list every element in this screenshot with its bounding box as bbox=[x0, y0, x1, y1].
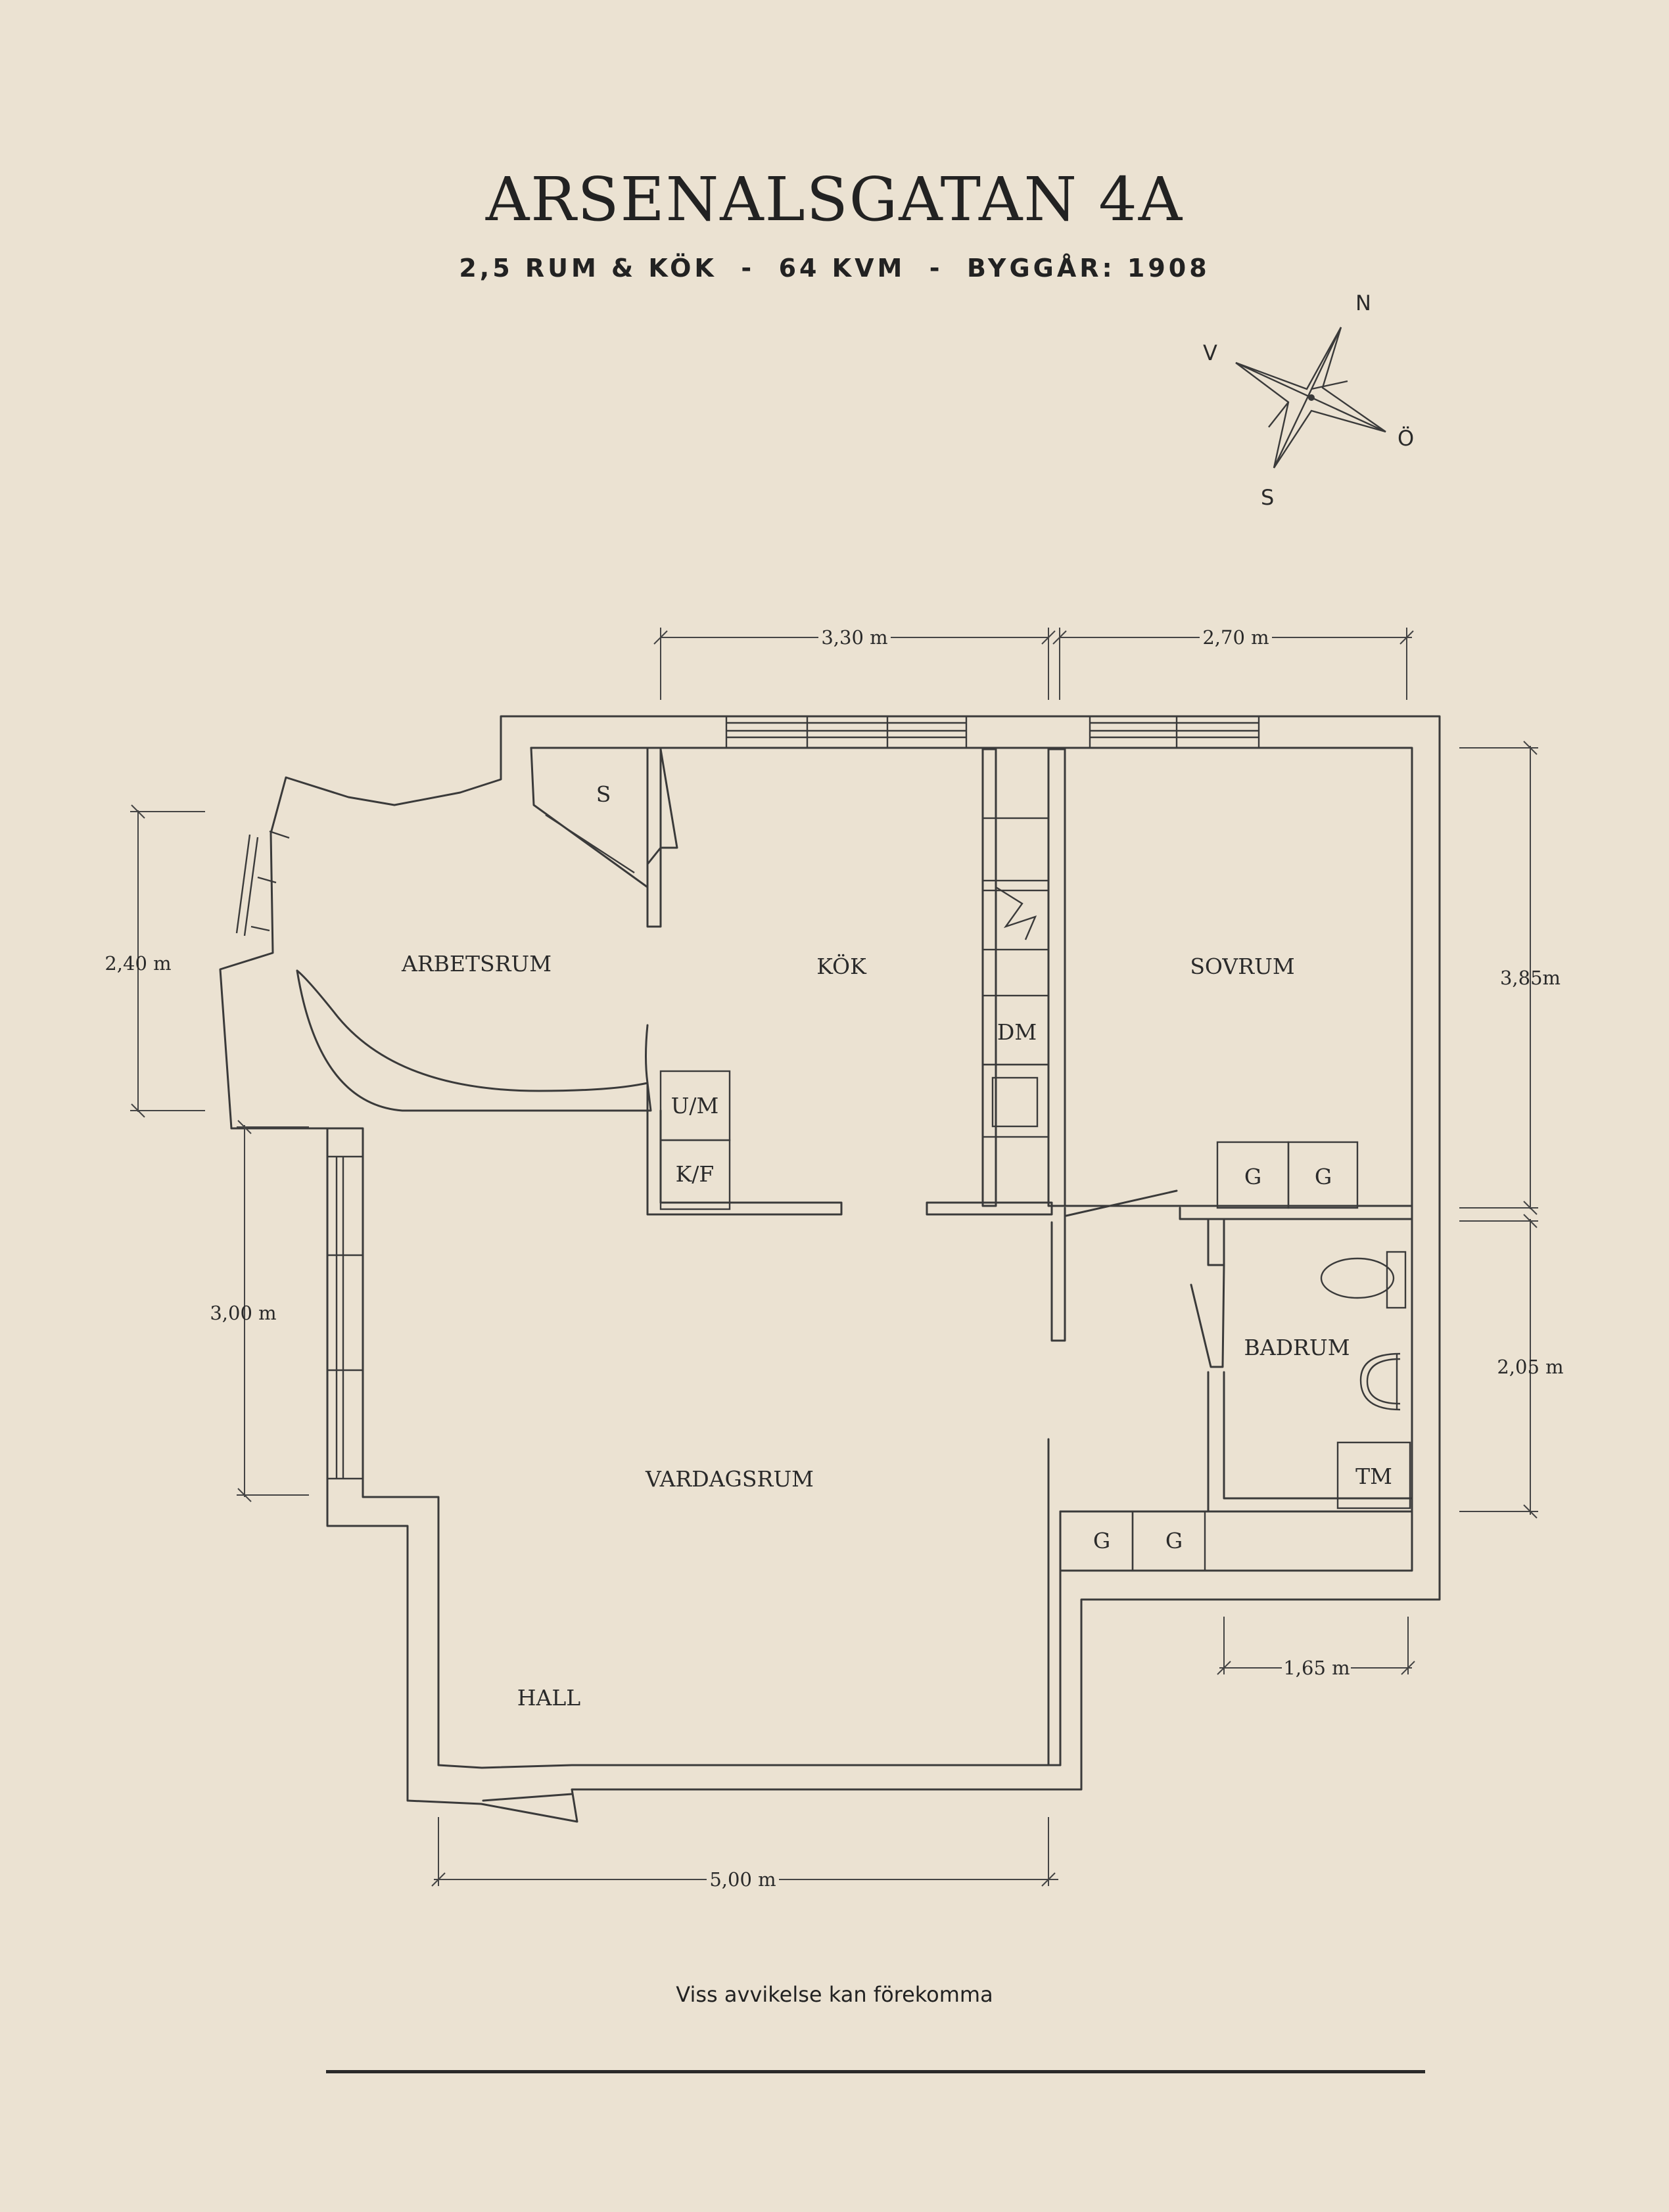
fixture-label-s: S bbox=[596, 781, 611, 807]
fixture-label-tm: TM bbox=[1355, 1463, 1392, 1489]
dimension-label-sovrum-width: 2,70 m bbox=[1202, 626, 1269, 649]
dimension-label-sovrum-height: 3,85m bbox=[1500, 967, 1561, 989]
dimension-label-total-width: 5,00 m bbox=[709, 1868, 776, 1891]
fixture-label-um: U/M bbox=[671, 1093, 719, 1118]
fixture-label-dm: DM bbox=[997, 1019, 1037, 1045]
compass-west-label: V bbox=[1203, 340, 1217, 365]
fixture-label-g: G bbox=[1244, 1164, 1261, 1189]
exterior-walls bbox=[219, 715, 1441, 1823]
fixture-label-kf: K/F bbox=[676, 1161, 715, 1187]
page-subtitle: 2,5 RUM & KÖK - 64 KVM - BYGGÅR: 1908 bbox=[459, 254, 1210, 283]
fixture-label-g: G bbox=[1093, 1528, 1110, 1554]
room-label-arbetsrum: ARBETSRUM bbox=[401, 951, 552, 977]
room-label-sovrum: SOVRUM bbox=[1190, 954, 1294, 979]
fixture-label-g: G bbox=[1165, 1528, 1183, 1554]
compass-east-label: Ö bbox=[1398, 426, 1414, 451]
compass-rose-icon: N V Ö S bbox=[1203, 290, 1414, 510]
page-title: ARSENALSGATAN 4A bbox=[485, 164, 1184, 235]
dimension-label-arbetsrum-height: 2,40 m bbox=[105, 952, 171, 975]
bottom-divider bbox=[326, 2070, 1425, 2073]
room-label-vardagsrum: VARDAGSRUM bbox=[645, 1466, 814, 1492]
dimension-label-badrum-width: 1,65 m bbox=[1283, 1657, 1350, 1679]
room-label-hall: HALL bbox=[517, 1685, 581, 1711]
dimension-label-badrum-height: 2,05 m bbox=[1497, 1356, 1563, 1378]
compass-south-label: S bbox=[1261, 485, 1274, 510]
disclaimer-text: Viss avvikelse kan förekomma bbox=[676, 1982, 993, 2007]
dimension-label-vardagsrum-height: 3,00 m bbox=[210, 1302, 276, 1324]
compass-north-label: N bbox=[1355, 290, 1371, 315]
room-label-badrum: BADRUM bbox=[1244, 1335, 1350, 1360]
room-label-kok: KÖK bbox=[816, 953, 867, 979]
dimension-label-kok-width: 3,30 m bbox=[821, 626, 887, 649]
fixture-label-g: G bbox=[1315, 1164, 1332, 1189]
interior-walls bbox=[296, 747, 1413, 1802]
dimension-lines bbox=[130, 628, 1538, 1887]
